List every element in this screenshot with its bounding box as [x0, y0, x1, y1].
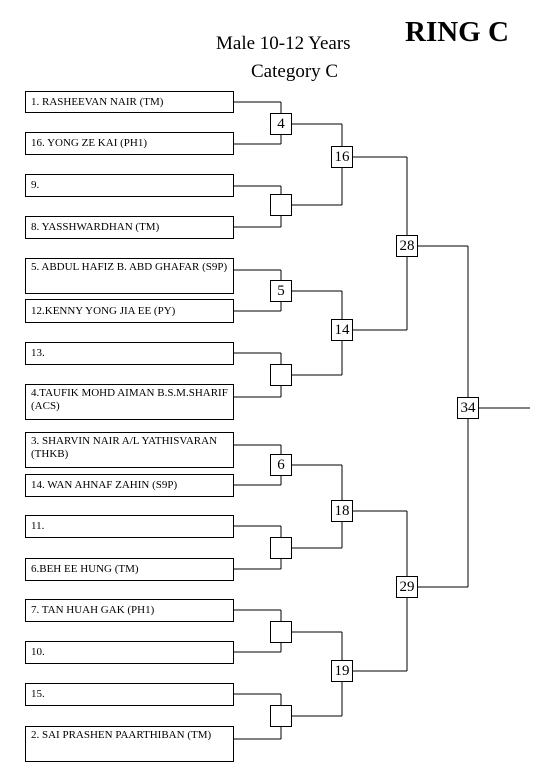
match-box-final: 34	[457, 397, 479, 419]
entry-slot-2: 16. YONG ZE KAI (PH1)	[25, 132, 234, 155]
entry-name: 12.KENNY YONG JIA EE (PY)	[31, 304, 176, 317]
entry-name: 1. RASHEEVAN NAIR (TM)	[31, 95, 164, 108]
entry-slot-9: 3. SHARVIN NAIR A/L YATHISVARAN (THKB)	[25, 432, 234, 468]
entry-name: 5. ABDUL HAFIZ B. ABD GHAFAR (S9P)	[31, 261, 228, 273]
match-box-r1-8	[270, 705, 292, 727]
entry-name: 7. TAN HUAH GAK (PH1)	[31, 604, 155, 616]
entry-name: 16. YONG ZE KAI (PH1)	[31, 137, 147, 149]
match-box-r3-2: 29	[396, 576, 418, 598]
entry-slot-7: 13.	[25, 342, 234, 365]
match-box-r1-3: 5	[270, 280, 292, 302]
entry-slot-8: 4.TAUFIK MOHD AIMAN B.S.M.SHARIF (ACS)	[25, 384, 234, 420]
match-box-r1-1: 4	[270, 113, 292, 135]
entry-name: 8. YASSHWARDHAN (TM)	[31, 221, 160, 233]
entry-slot-6: 12.KENNY YONG JIA EE (PY)	[25, 299, 234, 323]
entry-name: 2. SAI PRASHEN PAARTHIBAN (TM)	[31, 729, 212, 741]
entry-name: 10.	[31, 646, 45, 658]
entry-slot-5: 5. ABDUL HAFIZ B. ABD GHAFAR (S9P)	[25, 258, 234, 294]
match-box-r2-2: 14	[331, 319, 353, 341]
entry-slot-12: 6.BEH EE HUNG (TM)	[25, 558, 234, 581]
title-line-1: Male 10-12 Years	[216, 33, 351, 54]
entry-name: 4.TAUFIK MOHD AIMAN B.S.M.SHARIF (ACS)	[31, 387, 228, 412]
match-box-r2-3: 18	[331, 500, 353, 522]
entry-slot-10: 14. WAN AHNAF ZAHIN (S9P)	[25, 474, 234, 497]
entry-name: 15.	[31, 688, 45, 700]
match-box-r2-1: 16	[331, 146, 353, 168]
match-box-r2-4: 19	[331, 660, 353, 682]
match-box-r1-6	[270, 537, 292, 559]
match-box-r1-2	[270, 194, 292, 216]
entry-name: 6.BEH EE HUNG (TM)	[31, 563, 139, 575]
entry-slot-11: 11.	[25, 515, 234, 538]
match-box-r1-5: 6	[270, 454, 292, 476]
match-box-r1-7	[270, 621, 292, 643]
entry-name: 14. WAN AHNAF ZAHIN (S9P)	[31, 479, 178, 491]
entry-slot-14: 10.	[25, 641, 234, 664]
entry-name: 9.	[31, 179, 40, 191]
match-box-r1-4	[270, 364, 292, 386]
entry-slot-3: 9.	[25, 174, 234, 197]
entry-slot-15: 15.	[25, 683, 234, 706]
entry-slot-16: 2. SAI PRASHEN PAARTHIBAN (TM)	[25, 726, 234, 762]
entry-name: 11.	[31, 520, 45, 532]
entry-slot-1: 1. RASHEEVAN NAIR (TM)	[25, 91, 234, 113]
entry-name: 3. SHARVIN NAIR A/L YATHISVARAN (THKB)	[31, 435, 218, 460]
title-line-2: Category C	[251, 61, 339, 82]
entry-name: 13.	[31, 347, 45, 359]
ring-label: RING C	[405, 16, 509, 48]
entry-slot-13: 7. TAN HUAH GAK (PH1)	[25, 599, 234, 622]
entry-slot-4: 8. YASSHWARDHAN (TM)	[25, 216, 234, 239]
match-box-r3-1: 28	[396, 235, 418, 257]
